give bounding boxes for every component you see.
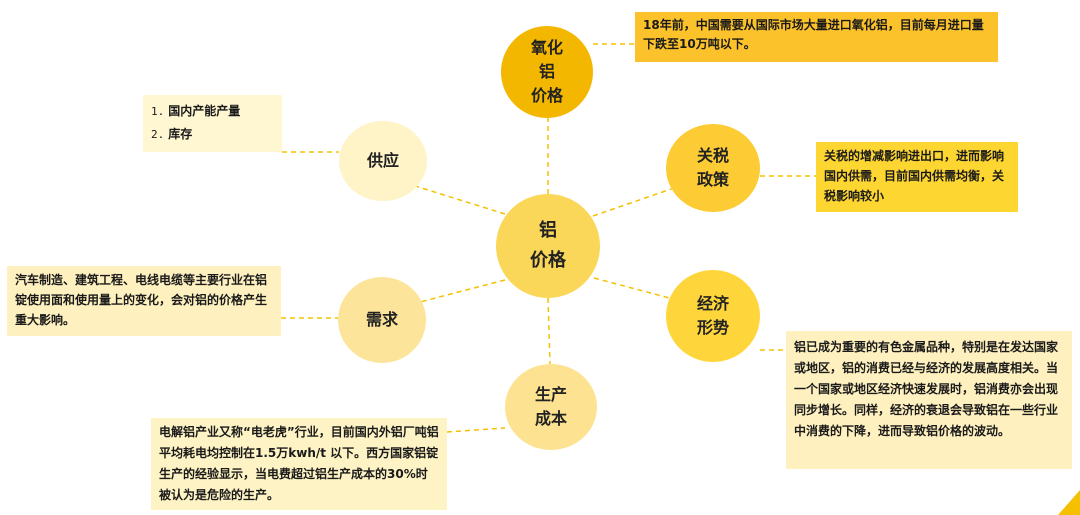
note-demand: 汽车制造、建筑工程、电线电缆等主要行业在铝锭使用面和使用量上的变化，会对铝的价格… <box>7 266 281 336</box>
note-alumina: 18年前，中国需要从国际市场大量进口氧化铝，目前每月进口量下跌至10万吨以下。 <box>635 12 998 62</box>
list-text: 国内产能产量 <box>168 104 241 118</box>
supply-list-item: 2.库存 <box>151 123 274 146</box>
note-economy: 铝已成为重要的有色金属品种，特别是在发达国家或地区，铝的消费已经与经济的发展高度… <box>786 331 1072 469</box>
node-label-line: 形势 <box>696 318 729 337</box>
node-label-line: 铝 <box>538 62 555 81</box>
node-label-line: 经济 <box>696 294 729 313</box>
supply-list-item: 1.国内产能产量 <box>151 100 274 123</box>
link-center-economy <box>593 277 678 301</box>
link-center-tariff <box>592 186 678 217</box>
node-alumina-price: 氧化 铝 价格 <box>501 26 593 118</box>
node-aluminum-price: 铝 价格 <box>496 194 600 298</box>
link-center-supply <box>411 184 506 215</box>
node-tariff-policy: 关税 政策 <box>666 124 760 212</box>
node-label-line: 供应 <box>366 151 399 170</box>
node-label-line: 氧化 <box>530 38 563 57</box>
corner-decoration-icon <box>1058 490 1080 515</box>
node-label-line: 需求 <box>365 310 398 329</box>
node-economic-situation: 经济 形势 <box>666 270 760 362</box>
note-tariff: 关税的增减影响进出口，进而影响国内供需，目前国内供需均衡，关税影响较小 <box>816 142 1018 212</box>
node-production-cost: 生产 成本 <box>505 364 597 450</box>
node-demand: 需求 <box>338 277 426 363</box>
list-text: 库存 <box>168 127 193 141</box>
node-label-line: 关税 <box>696 146 729 165</box>
link-center-demand <box>419 279 506 303</box>
link-center-cost <box>547 297 551 365</box>
node-label-line: 价格 <box>530 86 563 105</box>
list-number: 2. <box>151 128 165 141</box>
note-cost: 电解铝产业又称“电老虎”行业，目前国内外铝厂吨铝平均耗电均控制在1.5万kwh/… <box>151 418 447 510</box>
node-label-line: 价格 <box>530 250 566 271</box>
node-label-line: 生产 <box>534 385 567 404</box>
node-label-line: 成本 <box>534 409 567 428</box>
node-label-line: 政策 <box>696 170 729 189</box>
list-number: 1. <box>151 105 165 118</box>
node-supply: 供应 <box>339 121 427 201</box>
note-supply: 1.国内产能产量 2.库存 <box>143 95 282 152</box>
node-label-line: 铝 <box>539 220 557 241</box>
link-cost-note <box>446 427 506 433</box>
